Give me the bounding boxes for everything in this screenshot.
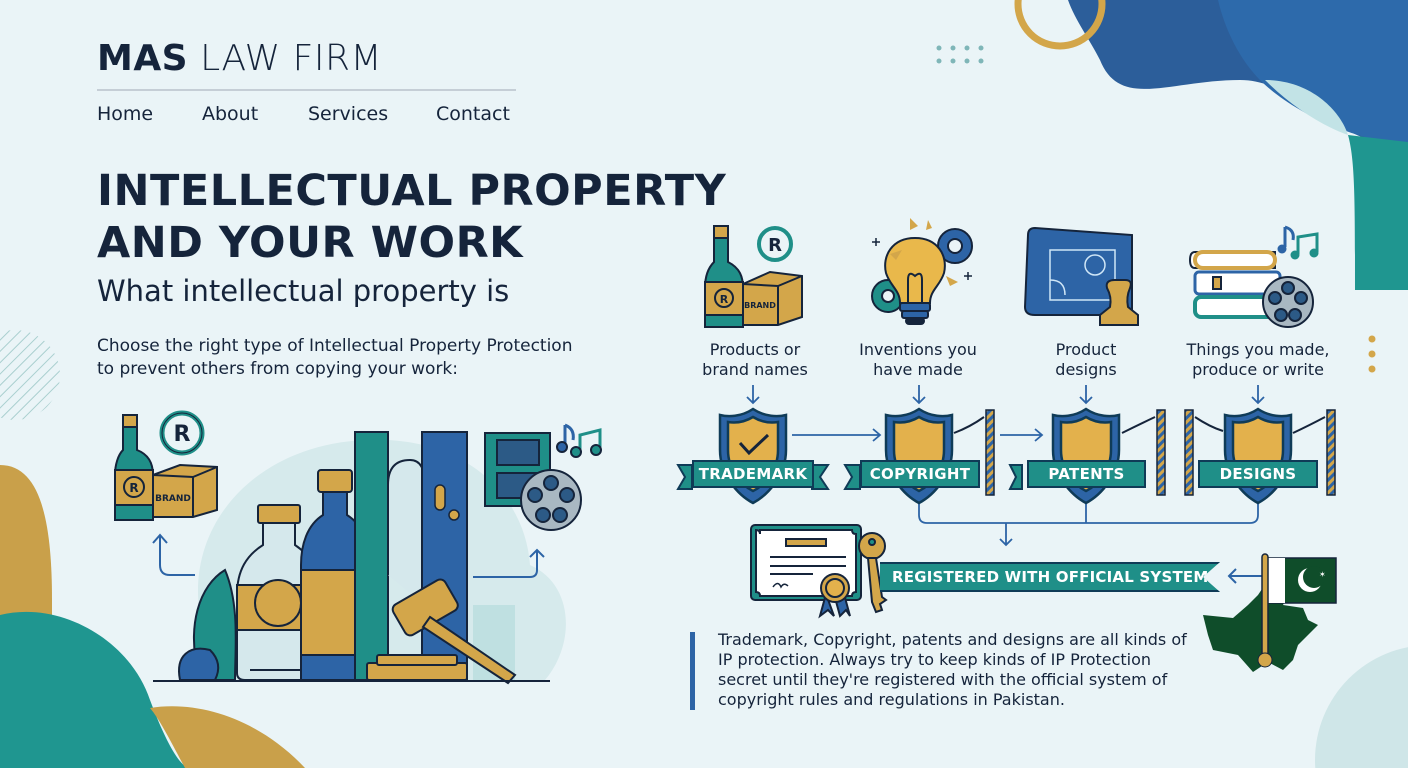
shield-icon: [718, 407, 788, 505]
blueprint-stamp-icon: [1023, 226, 1139, 326]
film-music-icon: [484, 423, 602, 531]
copyright-badge[interactable]: COPYRIGHT: [860, 460, 980, 488]
designs-badge[interactable]: DESIGNS: [1198, 460, 1318, 488]
note-line-4: copyright rules and regulations in Pakis…: [718, 690, 1065, 709]
registered-official-system-banner[interactable]: REGISTERED WITH OFFICIAL SYSTEM: [880, 562, 1220, 592]
intro-text: Choose the right type of Intellectual Pr…: [97, 335, 657, 381]
svg-text:R: R: [720, 293, 729, 306]
category-label-works: Things you made, produce or write: [1178, 340, 1338, 380]
brand-box-text: BRAND: [155, 494, 191, 504]
label-line: Products or: [709, 340, 801, 359]
category-label-designs: Product designs: [1006, 340, 1166, 380]
lightbulb-gears-icon: [871, 218, 973, 325]
ip-protection-note: Trademark, Copyright, patents and design…: [718, 630, 1198, 710]
label-line: brand names: [702, 360, 808, 379]
svg-text:R: R: [129, 481, 138, 495]
svg-text:R: R: [174, 422, 191, 447]
bottle-brand-box-icon: R BRAND R: [704, 225, 803, 328]
label-line: Product: [1055, 340, 1117, 359]
shield-icon: [1223, 407, 1293, 505]
page-title: INTELLECTUAL PROPERTY AND YOUR WORK: [97, 165, 726, 269]
bottle-brand-box-icon: R BRAND R: [114, 410, 218, 521]
label-line: produce or write: [1192, 360, 1324, 379]
page-subtitle: What intellectual property is: [97, 274, 510, 308]
nav-contact[interactable]: Contact: [436, 103, 510, 125]
label-line: designs: [1055, 360, 1117, 379]
label-line: have made: [873, 360, 963, 379]
ip-illustration: R BRAND R: [114, 410, 602, 685]
note-accent-bar: [690, 632, 695, 710]
main-nav: Home About Services Contact: [97, 103, 510, 125]
logo-rest: LAW FIRM: [188, 38, 383, 79]
nav-about[interactable]: About: [202, 103, 259, 125]
nav-services[interactable]: Services: [308, 103, 389, 125]
logo-bold: MAS: [97, 38, 189, 79]
category-label-inventions: Inventions you have made: [838, 340, 998, 380]
nav-home[interactable]: Home: [97, 103, 154, 125]
arrow-left-icon: [1227, 568, 1267, 584]
shield-icon: [1051, 407, 1121, 505]
header-divider: [97, 89, 516, 91]
category-label-products: Products or brand names: [675, 340, 835, 380]
svg-text:✶: ✶: [1319, 570, 1326, 579]
title-line-2: AND YOUR WORK: [97, 218, 524, 268]
label-line: Things you made,: [1186, 340, 1330, 359]
intro-line-1: Choose the right type of Intellectual Pr…: [97, 336, 573, 356]
note-line-3: secret until they're registered with the…: [718, 670, 1168, 689]
pakistan-flag-map-icon: ✶: [1203, 553, 1337, 672]
svg-text:BRAND: BRAND: [744, 301, 776, 310]
site-logo[interactable]: MAS LAW FIRM: [97, 38, 382, 79]
books-film-music-icon: [1188, 225, 1319, 328]
certificate-key-icon: [750, 524, 888, 619]
trademark-badge[interactable]: TRADEMARK: [692, 460, 814, 488]
label-line: Inventions you: [859, 340, 977, 359]
shield-icon: [884, 407, 954, 505]
intro-line-2: to prevent others from copying your work…: [97, 359, 459, 379]
note-line-2: IP protection. Always try to keep kinds …: [718, 650, 1152, 669]
chain-icon: [953, 416, 1326, 434]
title-line-1: INTELLECTUAL PROPERTY: [97, 166, 727, 216]
patents-badge[interactable]: PATENTS: [1027, 460, 1146, 488]
note-line-1: Trademark, Copyright, patents and design…: [718, 630, 1187, 649]
svg-text:R: R: [768, 235, 782, 256]
